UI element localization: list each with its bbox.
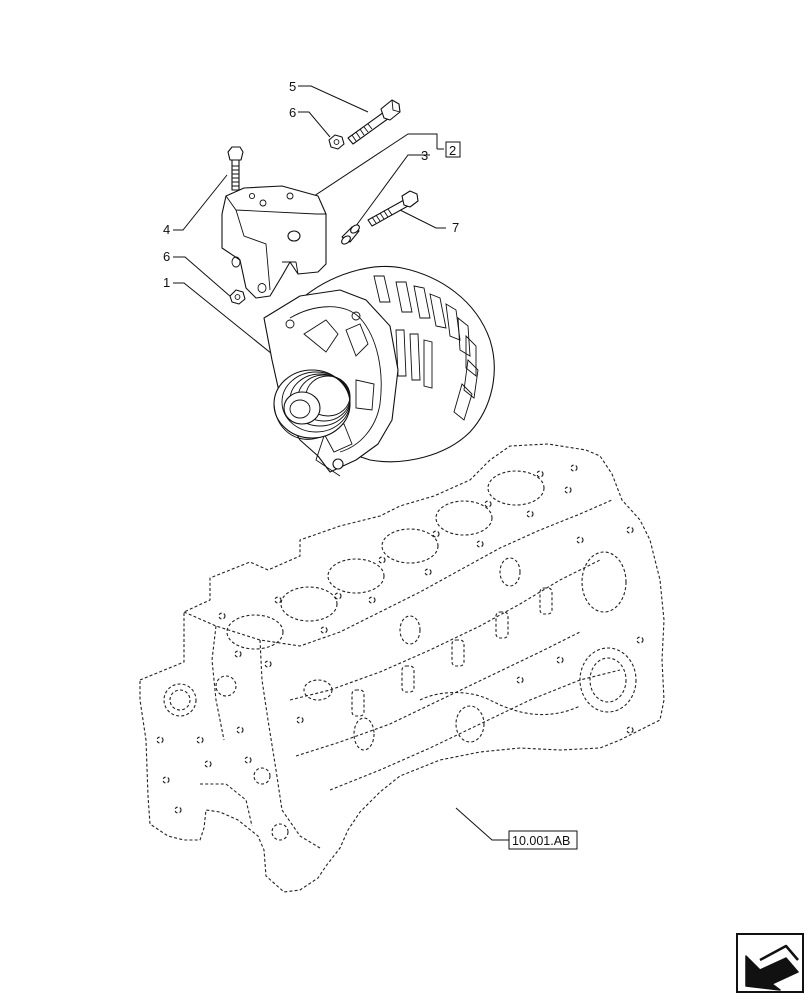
callout-5[interactable]: 5 bbox=[289, 79, 296, 94]
callout-7[interactable]: 7 bbox=[452, 220, 459, 235]
rear-cooling-slots bbox=[373, 275, 479, 421]
callout-4[interactable]: 4 bbox=[163, 222, 170, 237]
part-2-bracket[interactable] bbox=[221, 185, 327, 299]
part-5-bolt[interactable] bbox=[347, 99, 401, 145]
part-1-alternator[interactable] bbox=[263, 265, 495, 477]
part-7-bolt[interactable] bbox=[367, 190, 419, 227]
block-bolt-holes bbox=[156, 464, 644, 814]
callout-6-nut-bottom[interactable]: 6 bbox=[163, 249, 170, 264]
callout-2: 2 bbox=[449, 143, 456, 158]
part-6-nut-top[interactable] bbox=[328, 134, 345, 150]
reference-box[interactable]: 10.001.AB bbox=[508, 830, 578, 850]
reference-leader bbox=[455, 807, 510, 841]
part-6-nut-bottom[interactable] bbox=[229, 289, 246, 305]
previous-page-arrow-icon[interactable] bbox=[736, 933, 804, 993]
callout-1[interactable]: 1 bbox=[163, 275, 170, 290]
engine-block-phantom[interactable] bbox=[139, 443, 665, 893]
part-4-bolt[interactable] bbox=[227, 146, 244, 191]
reference-label: 10.001.AB bbox=[512, 834, 570, 848]
callout-2-box[interactable]: 2 bbox=[445, 141, 461, 158]
callout-6-nut-top[interactable]: 6 bbox=[289, 105, 296, 120]
part-3-bushing[interactable] bbox=[340, 223, 361, 245]
